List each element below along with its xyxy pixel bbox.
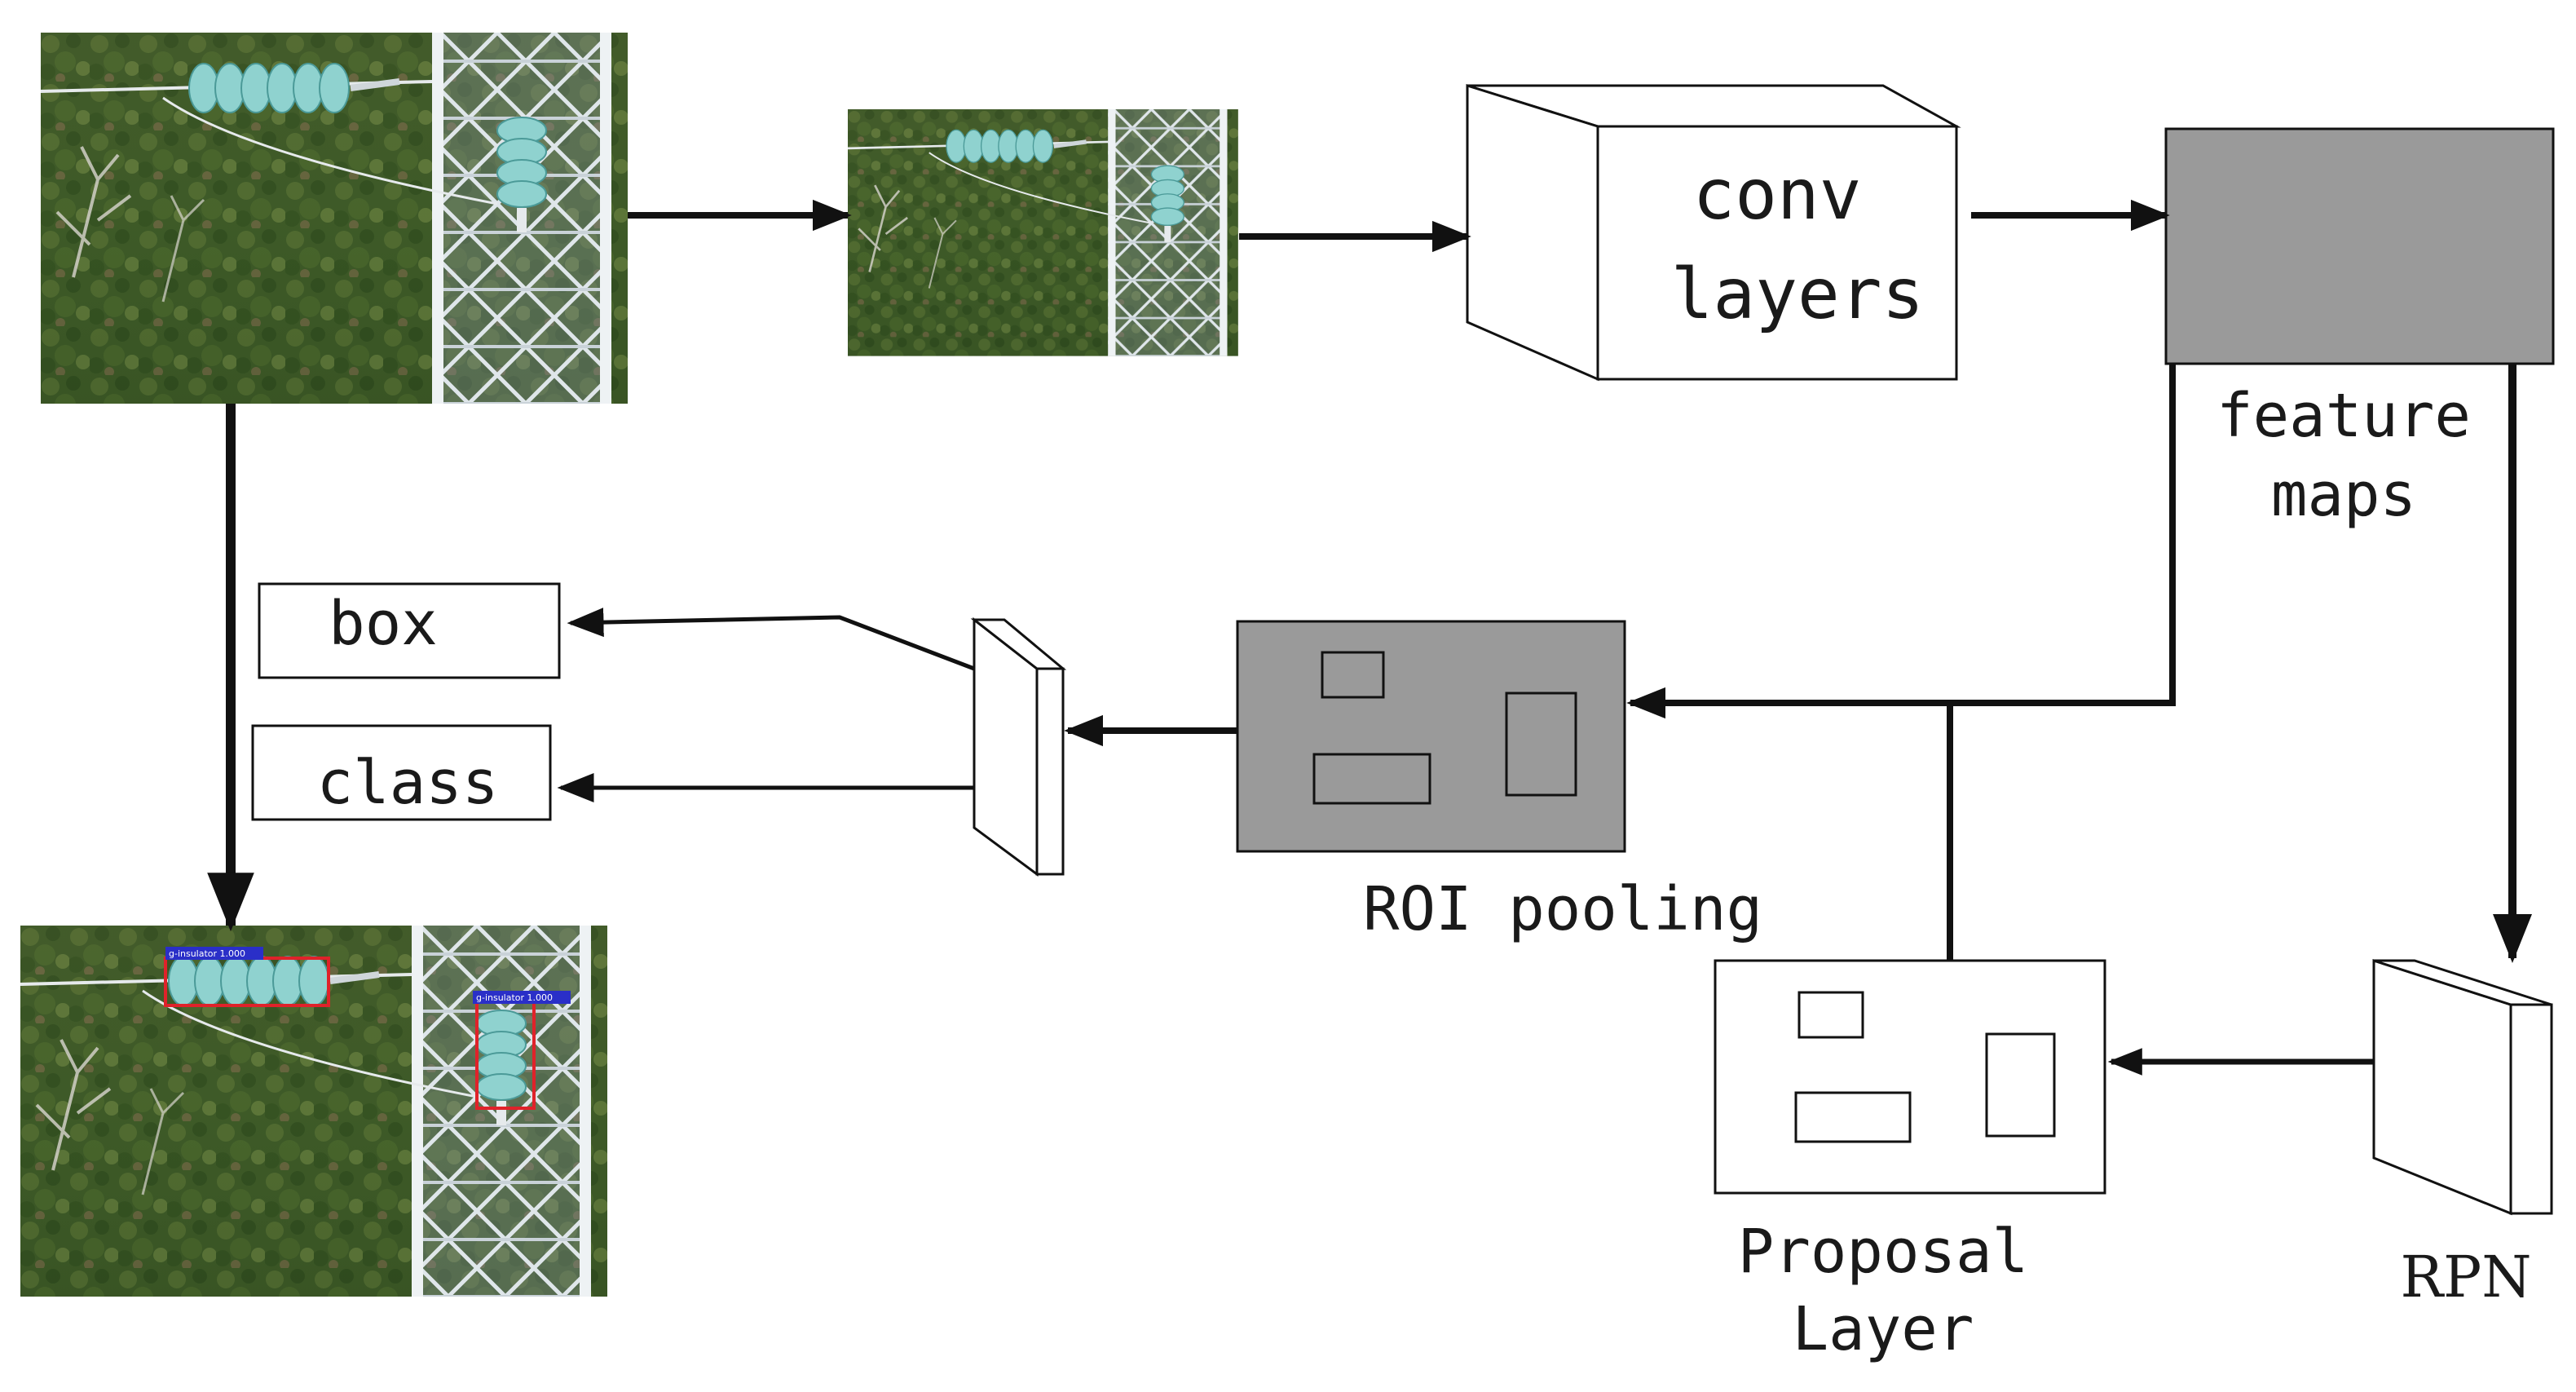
box-label: box [329,589,438,659]
proposal-region-1 [1797,991,1864,1039]
proposal-label-line2: Layer [1793,1294,1974,1364]
proposal-region-2 [1794,1091,1912,1143]
roi-region-3 [1505,692,1577,797]
rpn-slab [2372,958,2553,1216]
roi-region-1 [1321,651,1385,699]
proposal-label-line1: Proposal [1738,1217,2028,1287]
proposal-region-3 [1985,1032,2056,1138]
feature-maps-box [2164,127,2555,365]
detection-label-1: g-insulator 1.000 [169,948,245,959]
output-image: g-insulator 1.000 g-insulator 1.000 [20,926,607,1297]
roi-pooling-label: ROI pooling [1363,874,1762,944]
box-output [258,582,561,679]
detection-label-bg-2 [473,991,571,1004]
class-label: class [317,748,499,818]
feature-maps-label-line1: feature [2217,381,2471,451]
rpn-label: RPN [2400,1244,2531,1310]
connectors [207,199,2532,1076]
feature-maps-label-line2: maps [2271,460,2416,530]
arrow-fc-to-box [567,608,975,671]
input-image [41,33,628,404]
line-feature-to-roi [1626,364,2176,719]
roi-pooling-box [1236,620,1626,853]
conv-label-line1: conv [1692,154,1861,236]
detection-label-2: g-insulator 1.000 [476,992,553,1003]
resized-image [848,109,1238,356]
detection-label-bg-1 [165,947,263,960]
fc-layer-slab [970,616,1067,877]
proposal-layer-box [1714,959,2106,1195]
roi-region-2 [1312,753,1431,805]
class-output [251,724,552,821]
conv-label-line2: layers [1671,254,1925,335]
